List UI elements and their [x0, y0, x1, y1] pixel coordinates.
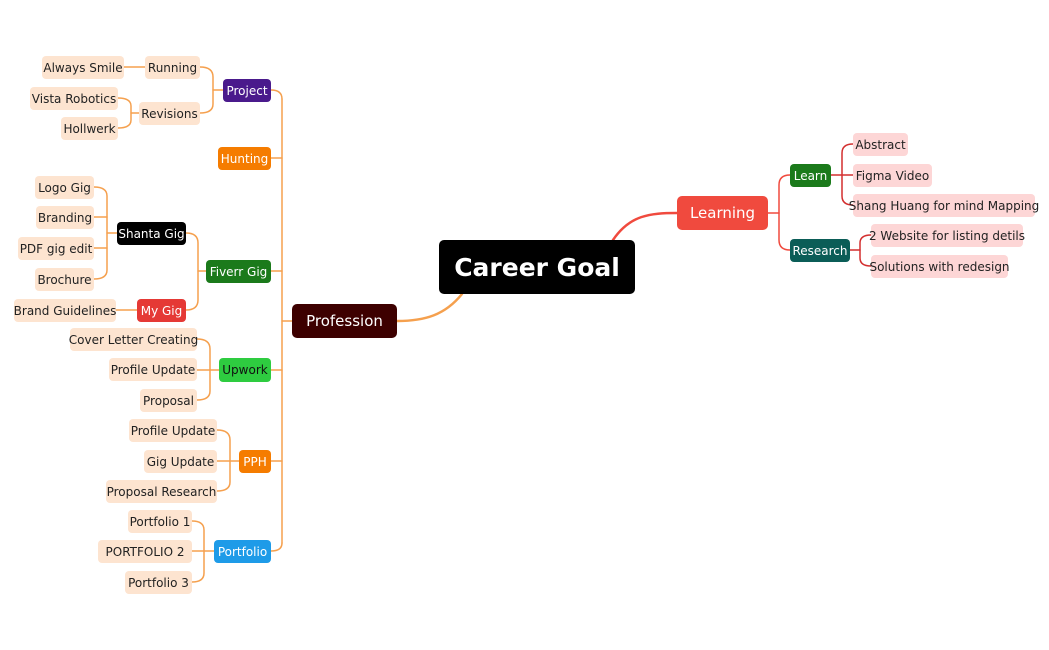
- leaf-upwork-profile-update[interactable]: Profile Update: [109, 358, 197, 381]
- leaf-portfolio-2[interactable]: PORTFOLIO 2: [98, 540, 192, 563]
- branch-learning[interactable]: Learning: [677, 196, 768, 230]
- connector-project: [270, 89, 283, 100]
- central-topic[interactable]: Career Goal: [439, 240, 635, 294]
- leaf-gig-update[interactable]: Gig Update: [144, 450, 217, 473]
- topic-fiverr-gig[interactable]: Fiverr Gig: [206, 260, 271, 283]
- topic-hunting[interactable]: Hunting: [218, 147, 271, 170]
- topic-shanta-gig[interactable]: Shanta Gig: [117, 222, 186, 245]
- connector-shanta-bracket: [93, 186, 108, 280]
- topic-research[interactable]: Research: [790, 239, 850, 262]
- connector-revisions-bracket: [117, 97, 132, 129]
- leaf-proposal-research[interactable]: Proposal Research: [106, 480, 217, 503]
- leaf-shang-huang[interactable]: Shang Huang for mind Mapping: [849, 194, 1039, 217]
- connector-research-bracket: [859, 234, 872, 267]
- leaf-portfolio-3[interactable]: Portfolio 3: [125, 571, 192, 594]
- topic-project[interactable]: Project: [223, 79, 271, 102]
- connector-portfolio: [270, 542, 283, 552]
- connector-central-learning: [611, 211, 679, 242]
- leaf-pph-profile-update[interactable]: Profile Update: [129, 419, 217, 442]
- leaf-branding[interactable]: Branding: [36, 206, 94, 229]
- leaf-logo-gig[interactable]: Logo Gig: [35, 176, 94, 199]
- leaf-pdf-gig-edit[interactable]: PDF gig edit: [18, 237, 94, 260]
- branch-profession[interactable]: Profession: [292, 304, 397, 338]
- leaf-portfolio-1[interactable]: Portfolio 1: [128, 510, 192, 533]
- leaf-hollwerk[interactable]: Hollwerk: [61, 117, 118, 140]
- connector-learning-bracket: [778, 174, 791, 251]
- leaf-always-smile[interactable]: Always Smile: [42, 56, 124, 79]
- leaf-vista-robotics[interactable]: Vista Robotics: [30, 87, 118, 110]
- topic-pph[interactable]: PPH: [239, 450, 271, 473]
- leaf-brand-guidelines[interactable]: Brand Guidelines: [14, 299, 116, 322]
- leaf-brochure[interactable]: Brochure: [35, 268, 94, 291]
- leaf-proposal[interactable]: Proposal: [140, 389, 197, 412]
- topic-my-gig[interactable]: My Gig: [137, 299, 186, 322]
- leaf-abstract[interactable]: Abstract: [853, 133, 908, 156]
- connector-central-profession: [395, 292, 464, 323]
- connector-project-bracket: [199, 66, 214, 114]
- topic-portfolio[interactable]: Portfolio: [214, 540, 271, 563]
- leaf-solutions-redesign[interactable]: Solutions with redesign: [869, 255, 1010, 278]
- connector-fiverr-bracket: [185, 232, 199, 311]
- leaf-figma-video[interactable]: Figma Video: [853, 164, 932, 187]
- leaf-website-listing[interactable]: 2 Website for listing detils: [869, 224, 1025, 247]
- topic-upwork[interactable]: Upwork: [219, 358, 271, 382]
- leaf-cover-letter-creating[interactable]: Cover Letter Creating: [69, 328, 198, 351]
- topic-learn[interactable]: Learn: [790, 164, 831, 187]
- topic-revisions[interactable]: Revisions: [139, 102, 200, 125]
- topic-running[interactable]: Running: [145, 56, 200, 79]
